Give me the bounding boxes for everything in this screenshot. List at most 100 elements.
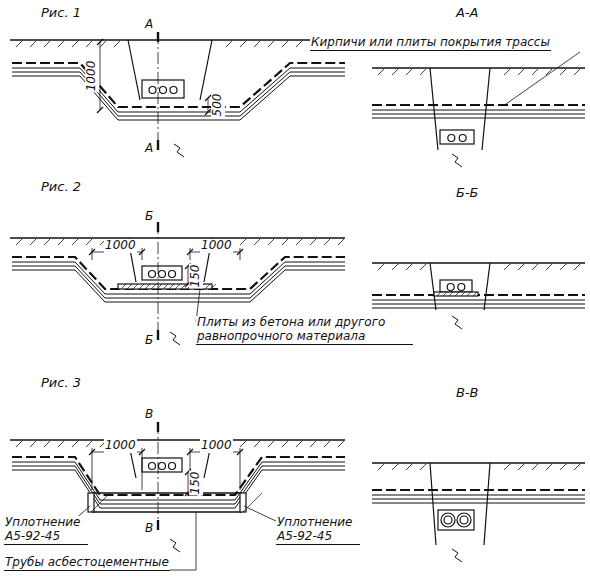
soil-hatch: [546, 464, 552, 470]
soil-hatch: [420, 464, 426, 470]
hatch: [145, 284, 150, 289]
soil-hatch: [86, 239, 92, 245]
trench-wall: [484, 263, 490, 310]
soil-hatch: [406, 69, 412, 75]
dimension-text: 1000: [200, 439, 233, 453]
soil-hatch: [16, 239, 22, 245]
figure-title: Рис. 2: [40, 180, 82, 195]
soil-hatch: [504, 264, 510, 270]
trench-wall: [430, 263, 436, 310]
callout-text: Трубы асбестоцементные: [4, 556, 170, 571]
dimension-tick: [237, 449, 243, 455]
hatch: [151, 284, 156, 289]
dimension-tick: [97, 107, 103, 113]
cable-layer: [12, 68, 345, 112]
dimension-text: 500: [211, 93, 225, 118]
callout-text: Плиты из бетона или другого равнопрочног…: [196, 316, 413, 345]
callout-text: Уплотнение А5-92-45: [4, 516, 88, 545]
cable-section: [459, 135, 466, 142]
section-mark: [157, 222, 159, 232]
soil-hatch: [296, 239, 302, 245]
hatch: [437, 292, 441, 296]
dimension-tick: [89, 249, 95, 255]
section-line: [158, 222, 159, 340]
cable-layer: [12, 470, 345, 508]
soil-hatch: [310, 239, 316, 245]
soil-hatch: [282, 41, 288, 47]
soil-hatch: [406, 464, 412, 470]
soil-hatch: [282, 239, 288, 245]
soil-hatch: [72, 239, 78, 245]
dimension-tick: [139, 449, 145, 455]
hatch: [443, 292, 447, 296]
soil-hatch: [560, 464, 566, 470]
soil-hatch: [420, 264, 426, 270]
soil-hatch: [324, 441, 330, 447]
extension-line: [142, 248, 143, 260]
asbestos-pipe: [92, 492, 242, 493]
extension-line: [92, 448, 93, 490]
section-line: [158, 422, 159, 530]
dimension-tick: [237, 249, 243, 255]
extension-line: [240, 448, 241, 490]
dimension-line: [208, 98, 209, 112]
dimension-tick: [97, 39, 103, 45]
soil-hatch: [504, 464, 510, 470]
soil-hatch: [268, 41, 274, 47]
soil-hatch: [44, 239, 50, 245]
soil-hatch: [240, 441, 246, 447]
section-letter: В: [144, 522, 154, 536]
hatch: [133, 284, 138, 289]
hatch: [243, 493, 262, 512]
hatch: [461, 292, 465, 296]
soil-hatch: [44, 441, 50, 447]
cable-layer: [372, 118, 585, 119]
cable-layer: [372, 499, 585, 500]
section-mark: [157, 330, 159, 340]
brick-cover: [12, 457, 345, 495]
hatch: [121, 284, 126, 289]
soil-hatch: [268, 239, 274, 245]
extension-line: [190, 248, 191, 260]
callout-text: Уплотнение А5-92-45: [276, 516, 360, 545]
soil-hatch: [296, 441, 302, 447]
cable-layer: [372, 495, 585, 496]
hatch: [211, 284, 216, 289]
soil-hatch: [532, 264, 538, 270]
soil-hatch: [44, 41, 50, 47]
dimension-text: 1000: [104, 239, 137, 253]
soil-hatch: [392, 69, 398, 75]
break-mark: [452, 549, 462, 562]
ground-line: [372, 262, 585, 263]
hatch: [175, 284, 180, 289]
soil-hatch: [114, 41, 120, 47]
cable-section: [460, 516, 468, 524]
soil-hatch: [392, 464, 398, 470]
extension-line: [92, 248, 93, 260]
hatch: [205, 284, 210, 289]
cable-section: [448, 135, 455, 142]
soil-hatch: [560, 264, 566, 270]
soil-hatch: [518, 264, 524, 270]
soil-hatch: [574, 69, 580, 75]
figure-title: Рис. 3: [40, 376, 82, 391]
break-mark: [452, 316, 462, 329]
cable-box: [142, 458, 182, 472]
soil-hatch: [504, 69, 510, 75]
soil-hatch: [226, 41, 232, 47]
soil-hatch: [296, 41, 302, 47]
section-letter: В: [144, 408, 154, 422]
section-mark: [157, 422, 159, 432]
hatch: [455, 292, 459, 296]
hatch: [127, 284, 132, 289]
hatch: [163, 284, 168, 289]
hatch: [139, 284, 144, 289]
section-letter: Б: [144, 334, 154, 348]
soil-hatch: [30, 239, 36, 245]
trench-wall: [200, 40, 212, 100]
soil-hatch: [324, 239, 330, 245]
soil-hatch: [574, 464, 580, 470]
break-mark: [174, 144, 184, 157]
ground-line: [10, 39, 345, 40]
